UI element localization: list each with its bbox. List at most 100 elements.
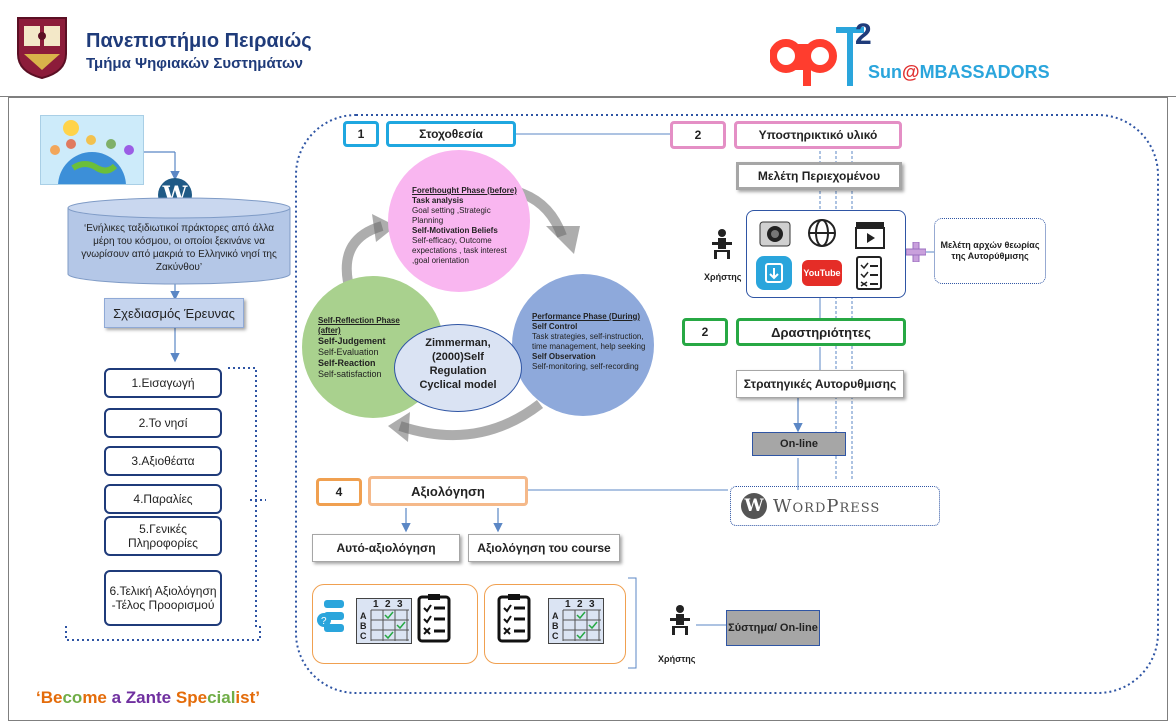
course-grid-row-b: B bbox=[552, 621, 559, 631]
self-evaluation-box[interactable]: Αυτό-αξιολόγηση bbox=[312, 534, 460, 562]
question-list-icon: ? bbox=[316, 596, 346, 642]
download-icon[interactable] bbox=[756, 256, 792, 290]
globe-icon[interactable] bbox=[804, 216, 840, 250]
step2-label[interactable]: Υποστηρικτικό υλικό bbox=[734, 121, 902, 149]
course-grid-col-3: 3 bbox=[589, 599, 595, 610]
performance-observation-text: Self-monitoring, self-recording bbox=[532, 362, 639, 371]
grid-quiz-row-c: C bbox=[360, 631, 367, 641]
self-eval-icons-panel bbox=[312, 584, 478, 664]
project-name-at: @ bbox=[902, 62, 920, 82]
target-group-text: ‘Ενήλικες ταξιδιωτικοί πράκτορες από άλλ… bbox=[81, 223, 277, 273]
theory-study-box[interactable]: Μελέτη αρχών θεωρίας της Αυτορύθμισης bbox=[934, 218, 1046, 284]
performance-title: Performance Phase (During) bbox=[532, 312, 641, 321]
slogan-part: Spe bbox=[175, 688, 208, 707]
course-grid-row-a: A bbox=[552, 611, 559, 621]
course-eval-icons-panel bbox=[484, 584, 626, 664]
performance-observation: Self Observation bbox=[532, 352, 596, 361]
reflection-reaction-text: Self-satisfaction bbox=[318, 369, 382, 379]
nav-general-info[interactable]: 5.Γενικές Πληροφορίες bbox=[104, 516, 222, 556]
performance-control-text: Task strategies, self-instruction, time … bbox=[532, 332, 646, 351]
university-name: Πανεπιστήμιο Πειραιώς bbox=[86, 30, 312, 52]
course-evaluation-box[interactable]: Αξιολόγηση του course bbox=[468, 534, 620, 562]
step4-number: 4 bbox=[316, 478, 362, 506]
course-grid-col-2: 2 bbox=[577, 599, 583, 610]
strategies-box[interactable]: Στρατηγικές Αυτορυθμισης bbox=[736, 370, 904, 398]
apt2-logo bbox=[770, 24, 870, 90]
user-label: Χρήστης bbox=[704, 272, 742, 282]
wordpress-banner[interactable]: W WordPress bbox=[730, 486, 940, 526]
reflection-reaction: Self-Reaction bbox=[318, 358, 376, 368]
course-grid-col-1: 1 bbox=[565, 599, 571, 610]
slogan-part: a bbox=[106, 688, 126, 707]
grid-quiz-col-2: 2 bbox=[385, 599, 391, 610]
step1-number: 1 bbox=[343, 121, 379, 147]
diagram-frame bbox=[8, 97, 1168, 721]
user-icon-bottom bbox=[666, 604, 694, 636]
grid-quiz-col-3: 3 bbox=[397, 599, 403, 610]
nav-island[interactable]: 2.Το νησί bbox=[104, 408, 222, 438]
project-name-prefix: Sun bbox=[868, 62, 902, 82]
slogan-part: ‘Be bbox=[36, 688, 63, 707]
camera-icon[interactable] bbox=[756, 216, 794, 250]
youtube-icon[interactable]: YouTube bbox=[802, 260, 842, 286]
nav-final-evaluation[interactable]: 6.Τελική Αξιολόγηση -Τέλος Προορισμού bbox=[104, 570, 222, 626]
forethought-task-analysis: Task analysis bbox=[412, 196, 464, 205]
target-group-database bbox=[66, 196, 292, 286]
globe-kids-illustration bbox=[40, 115, 144, 185]
svg-text:?: ? bbox=[321, 616, 327, 627]
zimmerman-model-center bbox=[394, 324, 522, 412]
forethought-task-analysis-text: Goal setting ,Strategic Planning bbox=[412, 206, 491, 225]
nav-beaches[interactable]: 4.Παραλίες bbox=[104, 484, 222, 514]
slogan-part: co bbox=[62, 688, 83, 707]
course-clipboard-icon bbox=[496, 592, 532, 644]
header-divider bbox=[0, 96, 1176, 97]
apt2-superscript: 2 bbox=[855, 18, 872, 51]
clapperboard-icon[interactable] bbox=[852, 216, 888, 250]
online-box[interactable]: On-line bbox=[752, 432, 846, 456]
step3-label[interactable]: Δραστηριότητες bbox=[736, 318, 906, 346]
grid-quiz-col-1: 1 bbox=[373, 599, 379, 610]
forethought-motivation-text: Self-efficacy, Outcome expectations , ta… bbox=[412, 236, 507, 265]
grid-quiz-row-a: A bbox=[360, 611, 367, 621]
wordpress-text: WordPress bbox=[773, 495, 881, 517]
research-design-box: Σχεδιασμός Έρευνας bbox=[104, 298, 244, 328]
step2-number: 2 bbox=[670, 121, 726, 149]
reflection-phase-text: Self-Reflection Phase (after) Self-Judge… bbox=[318, 316, 418, 380]
nav-intro[interactable]: 1.Εισαγωγή bbox=[104, 368, 222, 398]
step4-label[interactable]: Αξιολόγηση bbox=[368, 476, 528, 506]
youtube-text: YouTube bbox=[803, 268, 841, 278]
step3-number: 2 bbox=[682, 318, 728, 346]
reflection-judgement-text: Self-Evaluation bbox=[318, 347, 379, 357]
performance-phase-text: Performance Phase (During) Self Control … bbox=[532, 312, 650, 372]
grid-quiz-icon: 1 2 3 A B C bbox=[356, 598, 412, 644]
forethought-title: Forethought Phase (before) bbox=[412, 186, 517, 195]
slogan-part: Zante bbox=[125, 688, 172, 707]
slogan-part: me bbox=[82, 688, 107, 707]
reflection-judgement: Self-Judgement bbox=[318, 336, 386, 346]
slogan-part: ist bbox=[235, 688, 256, 707]
clipboard-checklist-icon bbox=[416, 592, 452, 644]
wordpress-w-icon: W bbox=[741, 493, 767, 519]
reflection-title: Self-Reflection Phase (after) bbox=[318, 316, 400, 335]
forethought-motivation: Self-Motivation Beliefs bbox=[412, 226, 498, 235]
step1-label[interactable]: Στοχοθεσία bbox=[386, 121, 516, 147]
grid-quiz-row-b: B bbox=[360, 621, 367, 631]
plus-icon bbox=[906, 242, 926, 262]
content-study-box[interactable]: Μελέτη Περιεχομένου bbox=[736, 162, 902, 190]
user-icon bbox=[708, 228, 736, 260]
user-label-bottom: Χρήστης bbox=[658, 654, 696, 664]
forethought-phase-text: Forethought Phase (before) Task analysis… bbox=[412, 186, 518, 266]
zimmerman-model-text: Zimmerman,(2000)Self Regulation Cyclical… bbox=[419, 337, 497, 391]
nav-sights[interactable]: 3.Αξιοθέατα bbox=[104, 446, 222, 476]
checklist-icon[interactable] bbox=[854, 254, 884, 292]
course-grid-row-c: C bbox=[552, 631, 559, 641]
system-online-box[interactable]: Σύστημα/ On-line bbox=[726, 610, 820, 646]
forethought-phase-circle bbox=[388, 150, 530, 292]
slogan-part: cial bbox=[207, 688, 236, 707]
university-crest bbox=[14, 14, 70, 80]
project-name: Sun@MBASSADORS bbox=[868, 62, 1050, 83]
performance-control: Self Control bbox=[532, 322, 578, 331]
course-grid-quiz-icon: 1 2 3 A B C bbox=[548, 598, 604, 644]
slogan: ‘Become a Zante Specialist’ bbox=[36, 688, 260, 708]
performance-phase-circle bbox=[512, 274, 654, 416]
